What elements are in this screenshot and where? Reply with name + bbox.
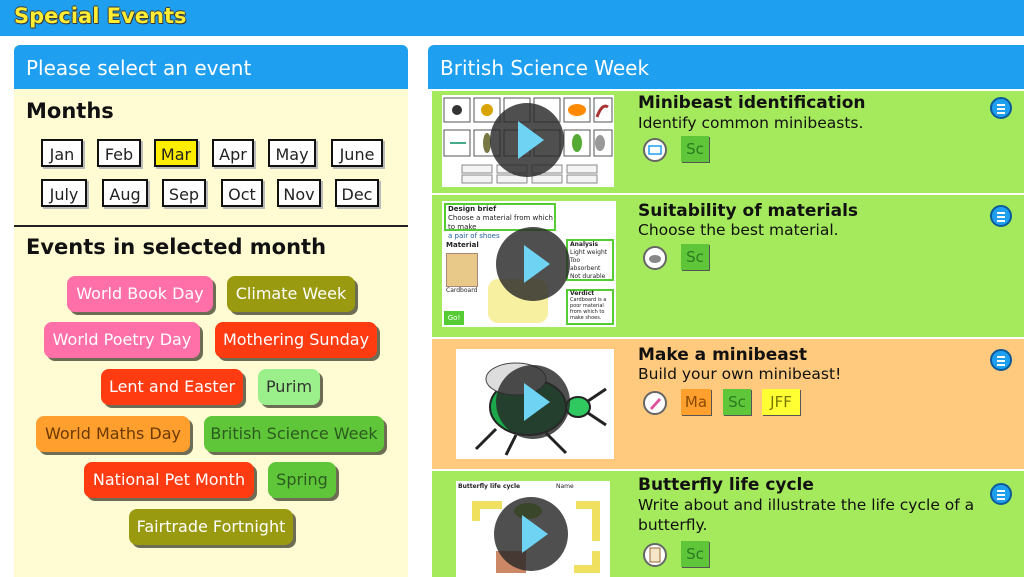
activity-title: Minibeast identification <box>638 93 866 113</box>
activity-thumbnail: Butterfly life cycle Name <box>456 481 610 577</box>
month-nov[interactable]: Nov <box>277 179 321 207</box>
activity-thumbnail <box>442 95 614 187</box>
activity-card[interactable]: Minibeast identification Identify common… <box>432 91 1024 195</box>
activity-thumbnail <box>456 349 614 459</box>
activity-description: Identify common minibeasts. <box>638 114 864 132</box>
play-button[interactable] <box>494 497 568 571</box>
month-jan[interactable]: Jan <box>41 139 83 167</box>
activity-card[interactable]: Butterfly life cycle Name Butterfly life… <box>432 471 1024 577</box>
menu-icon[interactable] <box>990 97 1012 119</box>
event-world-poetry-day[interactable]: World Poetry Day <box>44 322 200 358</box>
event-british-science-week[interactable]: British Science Week <box>204 416 384 452</box>
subject-tag-science: Sc <box>681 136 709 162</box>
design-brief-item: a pair of shoes <box>448 232 500 240</box>
month-feb[interactable]: Feb <box>97 139 141 167</box>
month-june[interactable]: June <box>331 139 383 167</box>
play-button[interactable] <box>490 103 564 177</box>
event-world-book-day[interactable]: World Book Day <box>67 276 213 312</box>
activities-header: British Science Week <box>428 45 1024 89</box>
material-label: Material <box>446 241 479 249</box>
month-dec[interactable]: Dec <box>335 179 379 207</box>
months-title: Months <box>26 99 114 123</box>
months-section: Months Jan Feb Mar Apr May June July Aug… <box>14 89 408 227</box>
subject-tag-science: Sc <box>681 541 709 567</box>
menu-icon[interactable] <box>990 349 1012 371</box>
month-mar[interactable]: Mar <box>154 139 198 167</box>
month-aug[interactable]: Aug <box>102 179 148 207</box>
events-title: Events in selected month <box>26 235 327 259</box>
subject-tag-jff: JFF <box>762 389 800 415</box>
analysis-title: Analysis <box>570 241 599 248</box>
activity-description: Write about and illustrate the life cycl… <box>638 496 975 534</box>
cardboard-image <box>446 253 478 287</box>
event-lent-and-easter[interactable]: Lent and Easter <box>101 369 243 405</box>
event-purim[interactable]: Purim <box>258 369 320 405</box>
activity-description: Choose the best material. <box>638 221 839 239</box>
event-national-pet-month[interactable]: National Pet Month <box>84 462 254 498</box>
verdict-title: Verdict <box>570 290 595 297</box>
analysis-box: Analysis Light weight Too absorbent Not … <box>566 239 614 281</box>
event-world-maths-day[interactable]: World Maths Day <box>36 416 190 452</box>
document-icon <box>643 543 667 567</box>
activity-title: Suitability of materials <box>638 201 859 221</box>
activity-card[interactable]: Design brief Choose a material from whic… <box>432 195 1024 339</box>
app-title: Special Events <box>14 4 187 28</box>
month-july[interactable]: July <box>41 179 87 207</box>
verdict-text: Cardboard is a poor material from which … <box>570 297 607 321</box>
month-oct[interactable]: Oct <box>221 179 263 207</box>
activity-card[interactable]: Make a minibeast Build your own minibeas… <box>432 339 1024 471</box>
play-button[interactable] <box>496 227 570 301</box>
label-icon <box>643 138 667 162</box>
subject-tag-science: Sc <box>681 244 709 270</box>
analysis-item: Not durable <box>570 273 606 280</box>
menu-icon[interactable] <box>990 205 1012 227</box>
analysis-item: Light weight <box>570 249 608 256</box>
teapot-icon <box>643 246 667 270</box>
life-cycle-title: Butterfly life cycle <box>458 483 521 490</box>
design-brief-title: Design brief <box>448 205 497 213</box>
paint-icon <box>643 391 667 415</box>
cardboard-label: Cardboard <box>446 287 478 294</box>
subject-tag-maths: Ma <box>681 389 711 415</box>
event-spring[interactable]: Spring <box>268 462 336 498</box>
design-brief-box: Design brief Choose a material from whic… <box>444 203 556 240</box>
month-may[interactable]: May <box>268 139 316 167</box>
event-selector-header: Please select an event <box>14 45 408 89</box>
events-section: Events in selected month World Book Day … <box>14 227 408 577</box>
activity-thumbnail: Design brief Choose a material from whic… <box>442 201 616 327</box>
menu-icon[interactable] <box>990 483 1012 505</box>
analysis-item: Too absorbent <box>570 257 601 272</box>
month-sep[interactable]: Sep <box>162 179 206 207</box>
event-mothering-sunday[interactable]: Mothering Sunday <box>215 322 377 358</box>
month-apr[interactable]: Apr <box>212 139 254 167</box>
event-climate-week[interactable]: Climate Week <box>227 276 355 312</box>
activities-panel: British Science Week <box>428 45 1024 577</box>
go-badge: Go! <box>444 311 464 325</box>
activity-title: Make a minibeast <box>638 345 807 365</box>
design-brief-line: Choose a material from which to make <box>448 214 553 231</box>
top-bar: Special Events <box>0 0 1024 36</box>
event-fairtrade-fortnight[interactable]: Fairtrade Fortnight <box>129 509 293 545</box>
subject-tag-science: Sc <box>723 389 751 415</box>
verdict-box: Verdict Cardboard is a poor material fro… <box>566 289 614 325</box>
play-button[interactable] <box>496 365 570 439</box>
event-selector-panel: Please select an event Months Jan Feb Ma… <box>14 45 408 577</box>
activity-title: Butterfly life cycle <box>638 475 814 495</box>
activity-description: Build your own minibeast! <box>638 365 842 383</box>
name-label: Name <box>556 483 574 490</box>
